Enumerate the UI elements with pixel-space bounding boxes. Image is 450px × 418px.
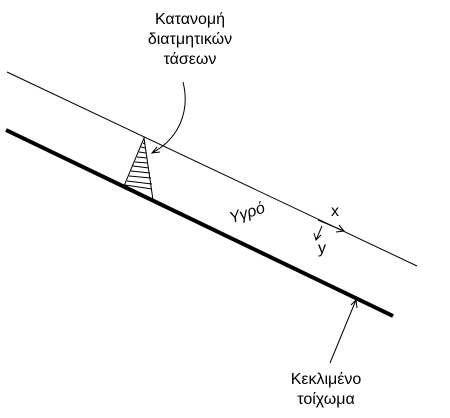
y-axis-arrow [313, 225, 323, 241]
inclined-wall-line [5, 128, 394, 318]
wall-pointer [329, 298, 358, 364]
inclined-wall-label-line2: τοίχωμα [297, 391, 355, 408]
hatch-line [124, 184, 153, 190]
y-axis-arrowhead [313, 232, 322, 241]
y-axis-label: y [318, 240, 326, 257]
inclined-wall-label: Κεκλιμένο τοίχωμα [291, 370, 362, 410]
hatch-line [132, 165, 150, 169]
hatch-line [138, 151, 147, 154]
shear-stress-label-line1: Κατανομή [154, 11, 226, 28]
wall-pointer-line [329, 299, 357, 364]
shear-stress-pointer-curve [151, 81, 186, 154]
hatch-line [128, 175, 152, 179]
hatch-line [130, 170, 151, 174]
hatch-line [134, 161, 149, 164]
shear-stress-label-line2: διατμητικών [147, 31, 233, 48]
hatch-line [140, 146, 146, 149]
shear-stress-pointer-arrowhead [150, 146, 161, 154]
y-axis-shaft [315, 225, 323, 241]
inclined-wall-label-line1: Κεκλιμένο [290, 371, 362, 388]
hatch-line [136, 156, 148, 159]
x-axis-arrowhead [335, 224, 345, 233]
shear-stress-triangle [123, 136, 154, 201]
shear-stress-label: Κατανομή διατμητικών τάσεων [148, 10, 232, 70]
shear-stress-hatching [124, 142, 153, 190]
hatch-line [126, 180, 153, 185]
wall-pointer-arrowhead [350, 298, 358, 309]
x-axis-arrow [317, 219, 345, 233]
x-axis-label: x [331, 203, 339, 220]
x-axis-shaft [317, 219, 345, 232]
shear-stress-label-line3: τάσεων [163, 51, 217, 68]
hatch-line [142, 142, 146, 145]
shear-stress-distribution [123, 136, 154, 201]
free-surface-line [6, 71, 418, 267]
